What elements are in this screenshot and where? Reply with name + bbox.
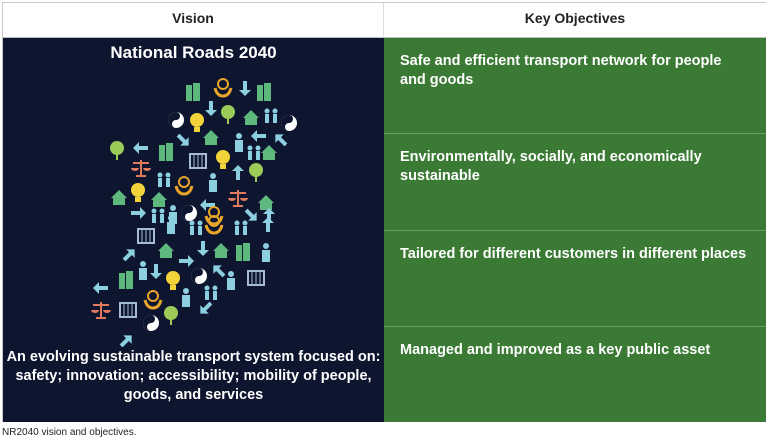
arrow-icon — [119, 335, 132, 348]
family-icon — [151, 208, 165, 223]
container-icon — [189, 153, 207, 169]
hands-globe-icon — [174, 176, 194, 196]
objective-row: Safe and efficient transport network for… — [384, 38, 766, 134]
arrow-icon — [262, 217, 274, 232]
person-icon — [167, 215, 175, 234]
yin-yang-icon — [281, 115, 297, 131]
lightbulb-icon — [166, 271, 180, 290]
house-icon — [151, 192, 167, 207]
arrow-icon — [176, 133, 189, 146]
family-icon — [157, 172, 171, 187]
vision-objectives-table: Vision Key Objectives National Roads 204… — [2, 2, 766, 422]
family-icon — [189, 220, 203, 235]
building-icon — [257, 83, 271, 101]
house-icon — [261, 145, 277, 160]
tree-icon — [249, 163, 263, 182]
scales-icon — [228, 190, 248, 207]
hands-globe-icon — [213, 78, 233, 98]
vision-title: National Roads 2040 — [110, 43, 277, 62]
arrow-icon — [131, 207, 146, 219]
lightbulb-icon — [190, 113, 204, 132]
family-icon — [204, 285, 218, 300]
house-icon — [111, 190, 127, 205]
building-icon — [186, 83, 200, 101]
arrow-icon — [200, 301, 213, 314]
arrow-icon — [93, 282, 108, 294]
arrow-icon — [197, 241, 209, 256]
scales-icon — [131, 160, 151, 177]
person-icon — [262, 243, 270, 262]
header-key-objectives: Key Objectives — [384, 3, 766, 38]
arrow-icon — [244, 208, 257, 221]
objective-row: Environmentally, socially, and economica… — [384, 134, 766, 231]
house-icon — [158, 243, 174, 258]
tree-icon — [164, 306, 178, 325]
person-icon — [235, 133, 243, 152]
figure-caption: NR2040 vision and objectives. — [2, 427, 137, 438]
building-icon — [119, 271, 133, 289]
arrow-icon — [205, 101, 217, 116]
tree-icon — [110, 141, 124, 160]
arrow-icon — [275, 134, 288, 147]
house-icon — [258, 195, 274, 210]
scales-icon — [91, 302, 111, 319]
person-icon — [139, 261, 147, 280]
arrow-icon — [150, 264, 162, 279]
objective-row: Tailored for different customers in diff… — [384, 231, 766, 327]
person-icon — [209, 173, 217, 192]
yin-yang-icon — [143, 315, 159, 331]
objectives-panel: Safe and efficient transport network for… — [384, 38, 766, 422]
lightbulb-icon — [131, 183, 145, 202]
arrow-icon — [122, 249, 135, 262]
objective-row: Managed and improved as a key public ass… — [400, 342, 711, 358]
container-icon — [119, 302, 137, 318]
person-icon — [169, 205, 177, 224]
family-icon — [247, 145, 261, 160]
hands-globe-icon — [204, 215, 224, 235]
building-icon — [236, 243, 250, 261]
arrow-icon — [179, 255, 194, 267]
arrow-icon — [213, 265, 226, 278]
lightbulb-icon — [216, 150, 230, 169]
hands-globe-icon — [143, 290, 163, 310]
header-vision: Vision — [3, 3, 384, 38]
yin-yang-icon — [181, 205, 197, 221]
arrow-icon — [239, 81, 251, 96]
family-icon — [234, 220, 248, 235]
family-icon — [264, 108, 278, 123]
vision-panel: National Roads 2040 An evolving sustaina… — [3, 38, 384, 422]
ireland-icon-map — [91, 78, 297, 348]
tree-icon — [221, 105, 235, 124]
arrow-icon — [133, 142, 148, 154]
container-icon — [137, 228, 155, 244]
person-icon — [227, 271, 235, 290]
yin-yang-icon — [168, 112, 184, 128]
arrow-icon — [232, 165, 244, 180]
arrow-icon — [251, 130, 266, 142]
yin-yang-icon — [191, 268, 207, 284]
arrow-icon — [200, 199, 215, 211]
house-icon — [203, 130, 219, 145]
house-icon — [213, 243, 229, 258]
building-icon — [159, 143, 173, 161]
container-icon — [247, 270, 265, 286]
vision-description: An evolving sustainable transport system… — [6, 349, 381, 403]
arrow-icon — [263, 208, 275, 223]
person-icon — [182, 288, 190, 307]
house-icon — [243, 110, 259, 125]
